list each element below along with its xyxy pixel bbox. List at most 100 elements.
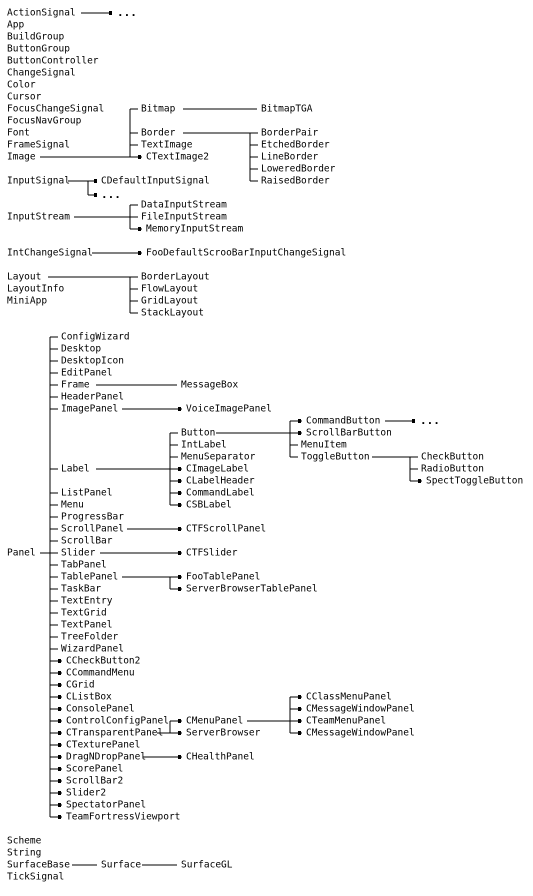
node-scrollbarbutton: ScrollBarButton <box>306 428 392 439</box>
node-labels: ActionSignal...AppBuildGroupButtonGroupB… <box>7 6 523 883</box>
node-clabelheader: CLabelHeader <box>186 476 255 487</box>
connector-marker-21 <box>178 479 181 483</box>
node-flowlayout: FlowLayout <box>141 284 198 295</box>
node-bitmaptga: BitmapTGA <box>261 104 313 115</box>
node-etchedborder: EtchedBorder <box>261 140 330 151</box>
node-slider2: Slider2 <box>66 788 106 799</box>
node-textgrid: TextGrid <box>61 608 107 619</box>
node-lineborder: LineBorder <box>261 152 318 163</box>
node-borderlayout: BorderLayout <box>141 272 210 283</box>
connector-marker-4 <box>138 251 141 255</box>
node-cmessagewindowpanel: CMessageWindowPanel <box>306 704 415 715</box>
connector-marker-19 <box>178 407 181 411</box>
node-loweredborder: LoweredBorder <box>261 164 336 175</box>
connector-marker-7 <box>58 683 61 687</box>
connector-marker-15 <box>58 779 61 783</box>
node-focuschangesignal: FocusChangeSignal <box>7 104 104 115</box>
node-stacklayout: StackLayout <box>141 308 204 319</box>
node-teamfortressviewport: TeamFortressViewport <box>66 812 180 823</box>
node-changesignal: ChangeSignal <box>7 68 76 79</box>
connector-marker-34 <box>298 695 301 699</box>
node-cdefaultinputsignal: CDefaultInputSignal <box>101 176 210 187</box>
node-ctfscrollpanel: CTFScrollPanel <box>186 524 266 535</box>
connector-marker-17 <box>58 803 61 807</box>
node-button: Button <box>181 428 215 439</box>
node-progressbar: ProgressBar <box>61 512 124 523</box>
node-app: App <box>7 20 24 31</box>
node-actionsignal: ActionSignal <box>7 8 76 19</box>
node-messagebox: MessageBox <box>181 380 238 391</box>
node-surface: Surface <box>101 860 141 871</box>
node-scrollbar: ScrollBar <box>61 536 113 547</box>
node-framesignal: FrameSignal <box>7 140 70 151</box>
node-gridlayout: GridLayout <box>141 296 198 307</box>
node-ccheckbutton2: CCheckButton2 <box>66 656 140 667</box>
connector-marker-26 <box>418 479 421 483</box>
node-cclassmenupanel: CClassMenuPanel <box>306 692 392 703</box>
connector-marker-37 <box>298 731 301 735</box>
node-configwizard: ConfigWizard <box>61 332 130 343</box>
node-font: Font <box>7 128 30 139</box>
node-buildgroup: BuildGroup <box>7 32 64 43</box>
connector-marker-22 <box>178 491 181 495</box>
node-menuseparator: MenuSeparator <box>181 452 256 463</box>
node-datainputstream: DataInputStream <box>141 200 227 211</box>
node-imagepanel: ImagePanel <box>61 404 118 415</box>
connector-marker-2 <box>94 193 97 197</box>
connector-marker-38 <box>178 755 181 759</box>
node-cimagelabel: CImageLabel <box>186 464 249 475</box>
node-taskbar: TaskBar <box>61 584 101 595</box>
connector-marker-11 <box>58 731 61 735</box>
node-scrollbar2: ScrollBar2 <box>66 776 123 787</box>
node-ctransparentpanel: CTransparentPanel <box>66 728 163 739</box>
node-cgrid: CGrid <box>66 680 95 691</box>
node-headerpanel: HeaderPanel <box>61 392 124 403</box>
node-scrollpanel: ScrollPanel <box>61 524 124 535</box>
connector-markers <box>58 11 421 819</box>
node-csblabel: CSBLabel <box>186 500 232 511</box>
connector-marker-6 <box>58 671 61 675</box>
node-commandbutton: CommandButton <box>306 416 380 427</box>
node-ccommandmenu: CCommandMenu <box>66 668 135 679</box>
connector-marker-39 <box>109 11 112 15</box>
node-togglebutton: ToggleButton <box>301 452 370 463</box>
node-scheme: Scheme <box>7 836 42 847</box>
connector-marker-25 <box>298 431 301 435</box>
connector-marker-14 <box>58 767 61 771</box>
node-ctextimage2: CTextImage2 <box>146 152 209 163</box>
connector-marker-1 <box>94 179 97 183</box>
node-tablepanel: TablePanel <box>61 572 118 583</box>
node-inputsignal-more: ... <box>101 188 121 201</box>
node-panel: Panel <box>7 548 36 559</box>
node-checkbutton: CheckButton <box>421 452 484 463</box>
node-voiceimagepanel: VoiceImagePanel <box>186 404 272 415</box>
connector-marker-32 <box>178 719 181 723</box>
node-cmenupanel: CMenuPanel <box>186 716 243 727</box>
connector-marker-10 <box>58 719 61 723</box>
node-layout: Layout <box>7 272 41 283</box>
node-textentry: TextEntry <box>61 596 113 607</box>
node-fileinputstream: FileInputStream <box>141 212 227 223</box>
node-specttogglebutton: SpectToggleButton <box>426 476 523 487</box>
node-intlabel: IntLabel <box>181 440 227 451</box>
node-controlconfigpanel: ControlConfigPanel <box>66 716 169 727</box>
connector-marker-29 <box>178 551 181 555</box>
node-tabpanel: TabPanel <box>61 560 107 571</box>
connector-marker-31 <box>178 587 181 591</box>
node-menu: Menu <box>61 500 84 511</box>
node-footablepanel: FooTablePanel <box>186 572 260 583</box>
node-image: Image <box>7 152 36 163</box>
node-ticksignal: TickSignal <box>7 872 64 883</box>
node-serverbrowsertablepanel: ServerBrowserTablePanel <box>186 584 318 595</box>
connector-marker-8 <box>58 695 61 699</box>
node-ctfslider: CTFSlider <box>186 548 238 559</box>
node-scorepanel: ScorePanel <box>66 764 123 775</box>
node-serverbrowser: ServerBrowser <box>186 728 261 739</box>
node-desktopicon: DesktopIcon <box>61 356 124 367</box>
connector-marker-20 <box>178 467 181 471</box>
node-radiobutton: RadioButton <box>421 464 484 475</box>
node-layoutinfo: LayoutInfo <box>7 284 64 295</box>
connector-marker-5 <box>58 659 61 663</box>
connector-marker-16 <box>58 791 61 795</box>
